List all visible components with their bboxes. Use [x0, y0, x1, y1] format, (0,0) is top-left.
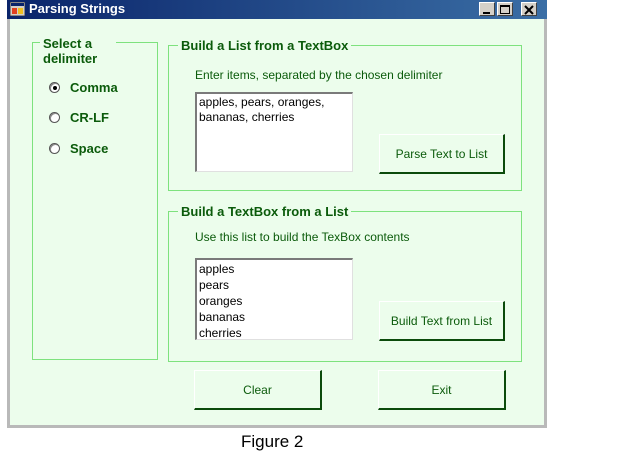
radio-space-label: Space	[70, 141, 109, 156]
delimiter-groupbox: Select a delimiter Comma CR-LF Space	[32, 36, 158, 360]
radio-crlf[interactable]: CR-LF	[49, 110, 109, 125]
title-bar[interactable]: Parsing Strings	[7, 0, 547, 19]
close-icon	[524, 5, 534, 15]
radio-comma-label: Comma	[70, 80, 118, 95]
list-item[interactable]: pears	[199, 278, 230, 292]
delimited-text-input[interactable]: apples, pears, oranges, bananas, cherrie…	[195, 92, 353, 172]
client-area: Select a delimiter Comma CR-LF Space Bui…	[10, 19, 544, 425]
build-text-from-list-button[interactable]: Build Text from List	[379, 301, 505, 341]
radio-comma[interactable]: Comma	[49, 80, 118, 95]
list-item[interactable]: apples	[199, 262, 235, 276]
textbox-from-list-legend: Build a TextBox from a List	[178, 204, 352, 219]
textbox-from-list-instruction: Use this list to build the TexBox conten…	[195, 230, 410, 244]
minimize-button[interactable]	[479, 2, 495, 16]
radio-crlf-label: CR-LF	[70, 110, 109, 125]
list-item[interactable]: oranges	[199, 294, 243, 308]
radio-selected-dot	[53, 86, 57, 90]
window-title: Parsing Strings	[29, 1, 126, 16]
delimiter-legend: Select a delimiter	[40, 36, 116, 66]
items-listbox[interactable]: apples pears oranges bananas cherries	[195, 258, 353, 340]
radio-comma-button[interactable]	[49, 82, 60, 93]
app-icon	[10, 2, 25, 16]
list-item[interactable]: cherries	[199, 326, 242, 340]
close-button[interactable]	[521, 2, 537, 16]
app-window: Parsing Strings Select a delimiter Comma…	[7, 0, 547, 428]
list-from-textbox-instruction: Enter items, separated by the chosen del…	[195, 68, 443, 82]
radio-space[interactable]: Space	[49, 141, 108, 156]
list-item[interactable]: bananas	[199, 310, 246, 324]
radio-space-button[interactable]	[49, 143, 60, 154]
minimize-icon	[483, 12, 490, 14]
figure-caption: Figure 2	[241, 432, 304, 451]
parse-text-to-list-button[interactable]: Parse Text to List	[379, 134, 505, 174]
exit-button[interactable]: Exit	[378, 370, 506, 410]
maximize-icon	[500, 5, 510, 14]
clear-button[interactable]: Clear	[194, 370, 322, 410]
radio-crlf-button[interactable]	[49, 112, 60, 123]
textbox-from-list-groupbox: Build a TextBox from a List Use this lis…	[168, 204, 522, 362]
list-from-textbox-legend: Build a List from a TextBox	[178, 38, 352, 53]
list-from-textbox-groupbox: Build a List from a TextBox Enter items,…	[168, 38, 522, 191]
maximize-button[interactable]	[497, 2, 513, 16]
